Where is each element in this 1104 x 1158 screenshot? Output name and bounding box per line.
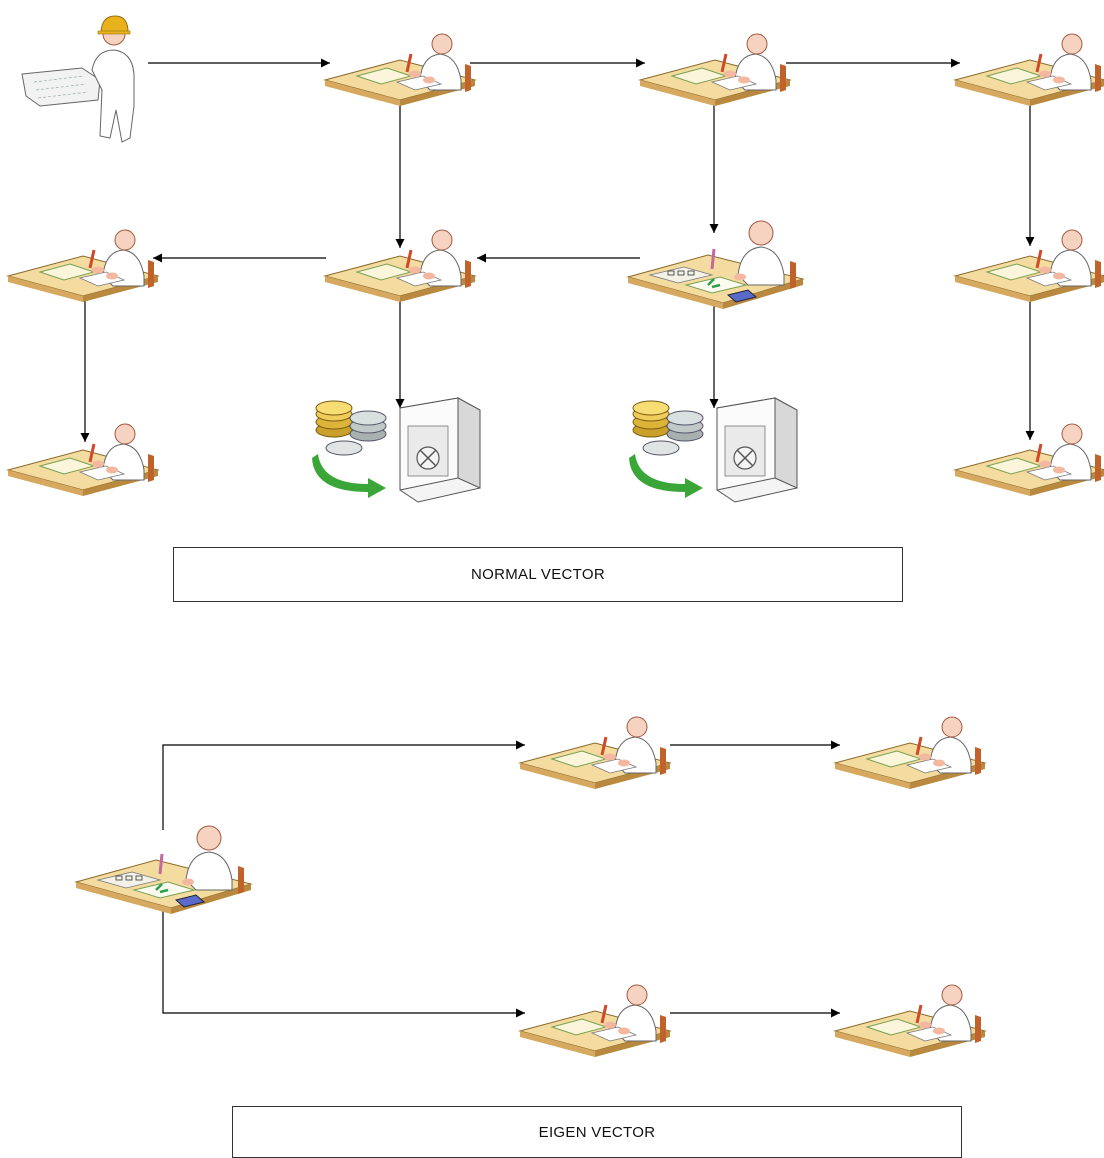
engineer-icon bbox=[22, 16, 134, 142]
eigen-vector-label: EIGEN VECTOR bbox=[539, 1124, 656, 1141]
vault-icon bbox=[312, 398, 480, 502]
vault-icon bbox=[629, 398, 797, 502]
worker-icon bbox=[640, 34, 790, 106]
worker-icon bbox=[520, 717, 670, 789]
connector-arrow bbox=[163, 745, 525, 830]
worker-icon bbox=[835, 717, 985, 789]
worker-icon bbox=[8, 230, 158, 302]
worker-icon bbox=[955, 34, 1104, 106]
manager-icon bbox=[76, 826, 251, 914]
connector-arrow bbox=[163, 905, 525, 1013]
worker-icon bbox=[520, 985, 670, 1057]
icon-layer bbox=[8, 16, 1104, 1057]
worker-icon bbox=[835, 985, 985, 1057]
normal-vector-caption: NORMAL VECTOR bbox=[173, 547, 903, 602]
normal-vector-label: NORMAL VECTOR bbox=[471, 566, 605, 583]
worker-icon bbox=[325, 34, 475, 106]
worker-icon bbox=[8, 424, 158, 496]
manager-icon bbox=[628, 221, 803, 309]
eigen-vector-caption: EIGEN VECTOR bbox=[232, 1106, 962, 1158]
